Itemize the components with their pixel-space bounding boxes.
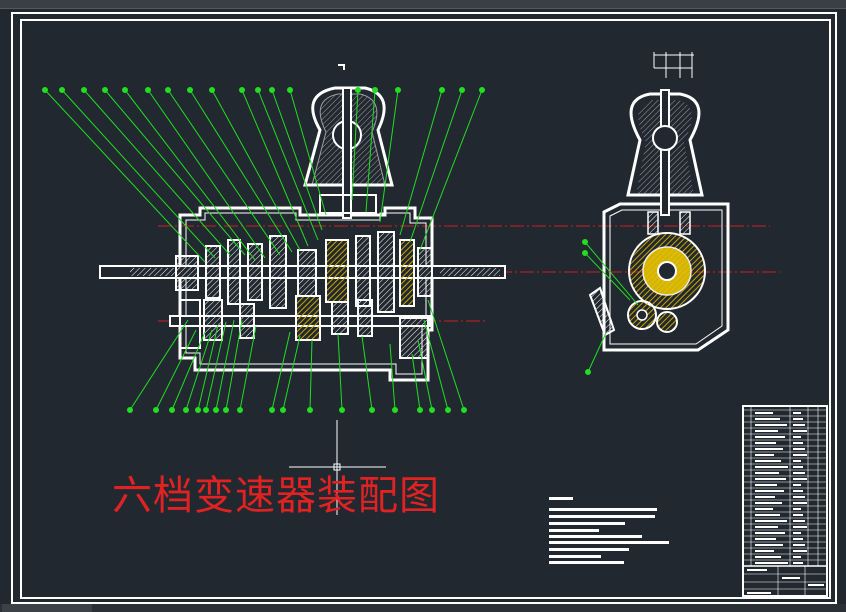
side-section-view	[582, 52, 730, 375]
inner-frame	[20, 19, 831, 599]
outer-frame	[11, 12, 837, 604]
viewport-top-border	[0, 0, 846, 9]
technical-notes-block	[549, 497, 669, 564]
parts-list-table	[742, 405, 828, 597]
main-section-view	[42, 64, 780, 413]
viewport-bottom-border	[0, 604, 846, 612]
layout-tabs-strip[interactable]	[2, 604, 92, 612]
drawing-title: 六档变速器装配图	[112, 473, 440, 519]
crosshair-cursor	[289, 420, 386, 515]
